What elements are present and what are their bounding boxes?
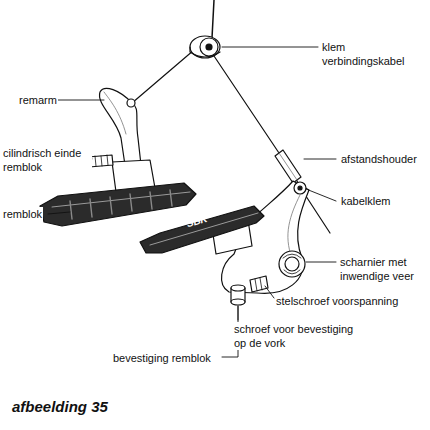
left-brake-arm [85,88,155,192]
right-brake-arm [212,181,309,293]
mounting-bolt [231,285,245,305]
figure-caption: afbeelding 35 [12,398,108,415]
part-label: kabelklem [340,194,392,208]
part-label: schroef voor bevestiging op de vork [233,322,365,350]
part-label: remarm [18,93,58,107]
part-label: remblok [2,207,43,221]
part-label: cilindrisch einde remblok [2,146,92,174]
part-label: scharnier met inwendige veer [339,255,427,283]
link-cable [214,56,279,153]
adjusting-screw [250,276,268,292]
straddle-wire [132,50,194,103]
cable-clamp-bolt [294,182,306,194]
brake-cable [212,0,214,38]
leader-lines [48,47,336,357]
part-label: bevestiging remblok [112,351,212,365]
part-label: stelschroef voorspanning [275,294,427,308]
pivot-spring [279,251,305,277]
part-label: klem verbindingskabel [321,40,427,68]
right-brake-pad [140,206,264,253]
part-label: afstandshouder [340,152,418,166]
left-brake-pad [40,183,196,226]
cable-yoke [190,36,220,58]
spacer-tube [275,150,301,183]
